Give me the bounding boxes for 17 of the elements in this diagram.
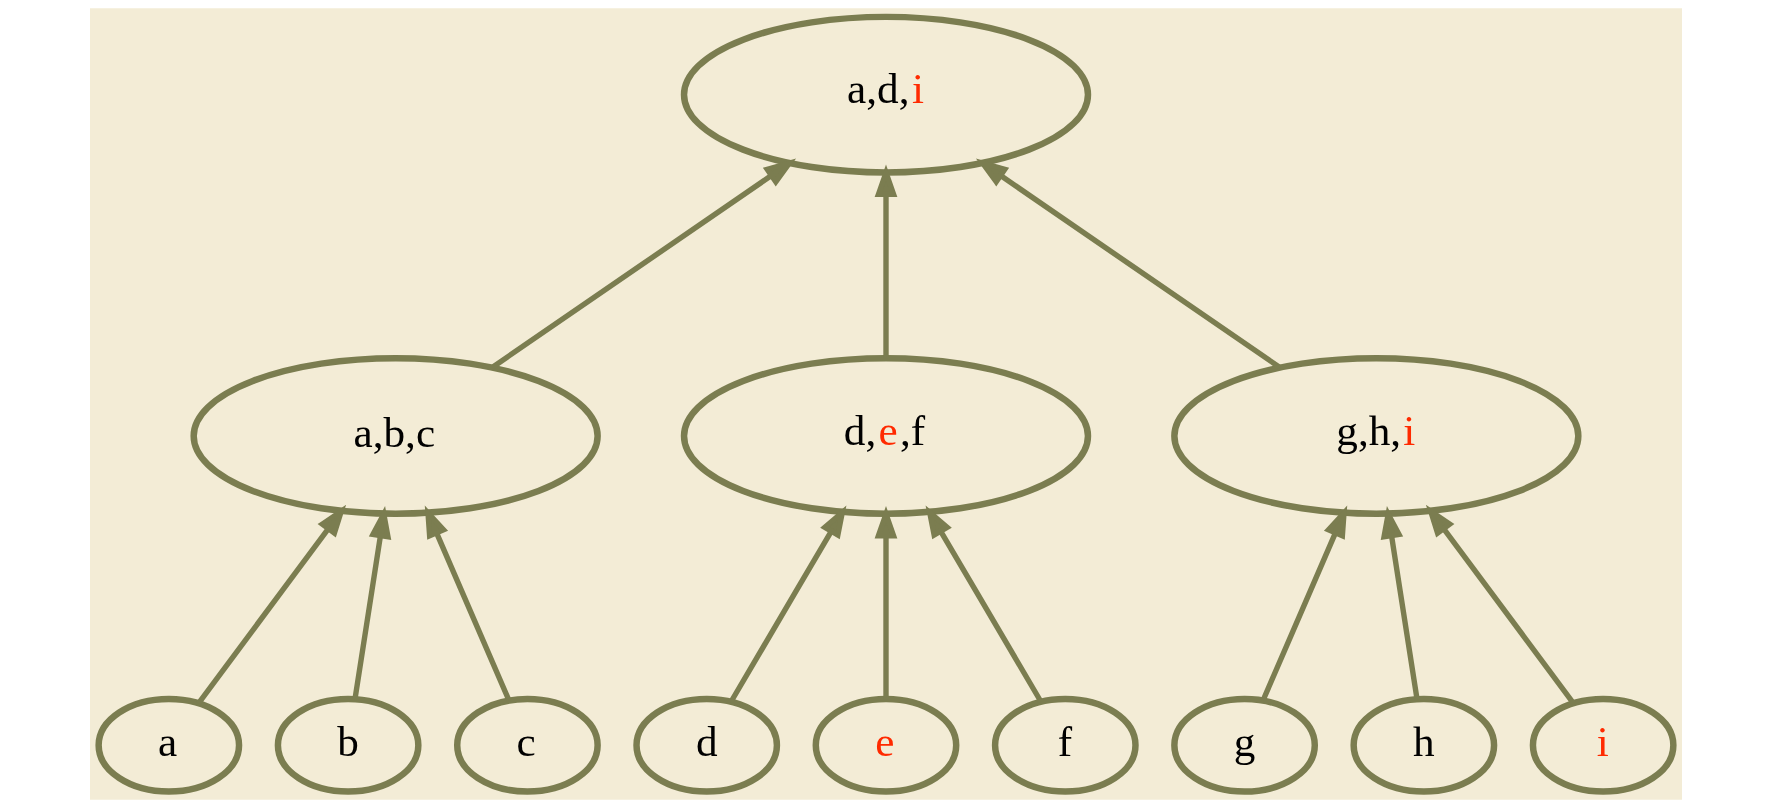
arrow [351, 506, 391, 700]
node-ellipse: e [812, 695, 959, 795]
node-ellipse: g,h,i [1170, 354, 1582, 517]
node-ellipse: a,b,c [189, 354, 601, 517]
arrow [1425, 504, 1576, 705]
arrow [195, 504, 346, 705]
node-ellipse: c [453, 695, 601, 795]
node-ellipse: f [991, 695, 1139, 795]
node-ellipse: b [274, 695, 422, 795]
node-ellipse: a [94, 695, 242, 795]
node-ellipse: i [1529, 695, 1677, 795]
node-ellipse: d [632, 695, 780, 795]
node-ellipse: h [1349, 695, 1497, 795]
node-ellipse: d,e,f [680, 354, 1091, 517]
node-ellipse: a,d,i [680, 13, 1091, 176]
node-ellipse: g [1170, 695, 1318, 795]
arrow [1380, 506, 1420, 700]
